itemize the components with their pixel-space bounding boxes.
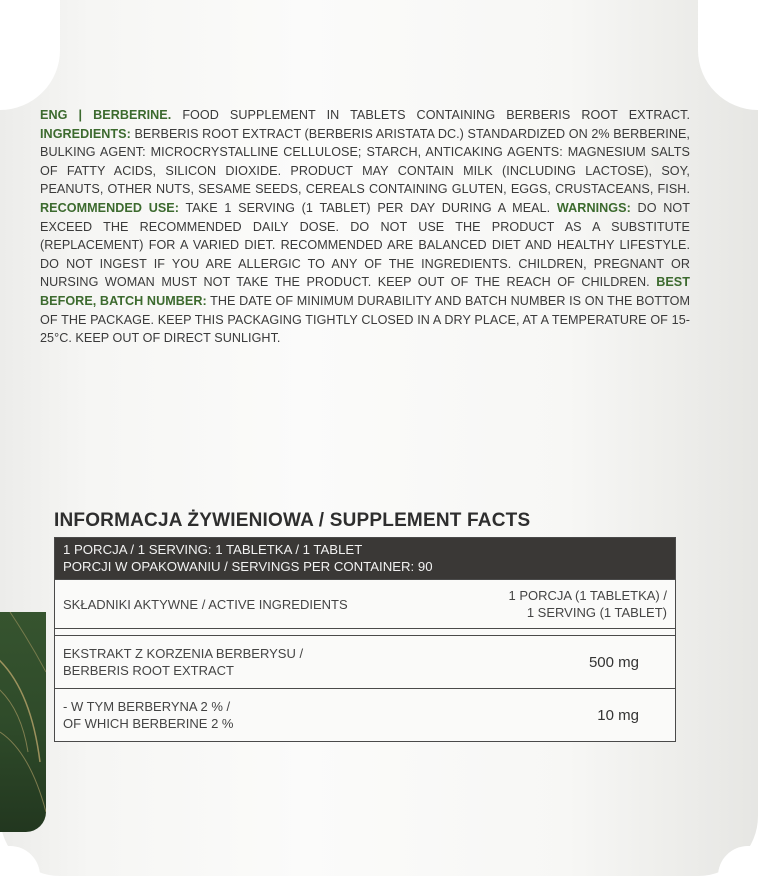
table-divider [55, 628, 675, 635]
ingredient-name: - W TYM BERBERYNA 2 % / OF WHICH BERBERI… [63, 698, 233, 732]
recommended-use-text: TAKE 1 SERVING (1 TABLET) PER DAY DURING… [179, 200, 557, 215]
table-row: - W TYM BERBERYNA 2 % / OF WHICH BERBERI… [55, 688, 675, 741]
table-row: EKSTRAKT Z KORZENIA BERBERYSU / BERBERIS… [55, 635, 675, 688]
active-ingredients-label: SKŁADNIKI AKTYWNE / ACTIVE INGREDIENTS [63, 596, 348, 612]
ingredients-heading: INGREDIENTS: [40, 126, 131, 141]
ingredient-name: EKSTRAKT Z KORZENIA BERBERYSU / BERBERIS… [63, 645, 303, 679]
warnings-text: DO NOT EXCEED THE RECOMMENDED DAILY DOSE… [40, 200, 690, 290]
servings-per-container: PORCJI W OPAKOWANIU / SERVINGS PER CONTA… [63, 559, 433, 574]
ingredient-amount: 500 mg [588, 653, 639, 671]
ingredient-name-en: BERBERIS ROOT EXTRACT [63, 663, 234, 678]
product-name: BERBERINE. [93, 108, 172, 122]
portion-line-1: 1 PORCJA (1 TABLETKA) / [508, 588, 667, 603]
portion-line-2: 1 SERVING (1 TABLET) [526, 605, 667, 620]
ingredients-text: BERBERIS ROOT EXTRACT (BERBERIS ARISTATA… [40, 126, 690, 197]
serving-size: 1 PORCJA / 1 SERVING: 1 TABLETKA / 1 TAB… [63, 542, 363, 557]
ingredient-name-pl: EKSTRAKT Z KORZENIA BERBERYSU / [63, 646, 304, 661]
active-ingredients-row: SKŁADNIKI AKTYWNE / ACTIVE INGREDIENTS 1… [55, 579, 675, 628]
language-code: ENG | [40, 108, 83, 122]
best-before-heading: BEST BEFORE, BATCH NUMBER: [40, 275, 690, 308]
supplement-facts-title: INFORMACJA ŻYWIENIOWA / SUPPLEMENT FACTS [54, 510, 531, 531]
label-description: ENG | BERBERINE. FOOD SUPPLEMENT IN TABL… [40, 106, 690, 348]
ingredient-amount: 10 mg [597, 706, 639, 724]
supplement-facts-table: 1 PORCJA / 1 SERVING: 1 TABLETKA / 1 TAB… [54, 537, 676, 742]
leaf-decoration [0, 612, 46, 832]
warnings-heading: WARNINGS: [556, 200, 631, 215]
product-intro: FOOD SUPPLEMENT IN TABLETS CONTAINING BE… [171, 108, 690, 122]
recommended-use-heading: RECOMMENDED USE: [40, 200, 180, 215]
leaf-vein-icon [0, 612, 46, 813]
portion-label: 1 PORCJA (1 TABLETKA) / 1 SERVING (1 TAB… [509, 587, 667, 621]
ingredient-name-en: OF WHICH BERBERINE 2 % [63, 716, 234, 731]
facts-header: 1 PORCJA / 1 SERVING: 1 TABLETKA / 1 TAB… [55, 538, 675, 579]
best-before-text: THE DATE OF MINIMUM DURABILITY AND BATCH… [40, 293, 690, 346]
ingredient-name-pl: - W TYM BERBERYNA 2 % / [63, 699, 231, 714]
